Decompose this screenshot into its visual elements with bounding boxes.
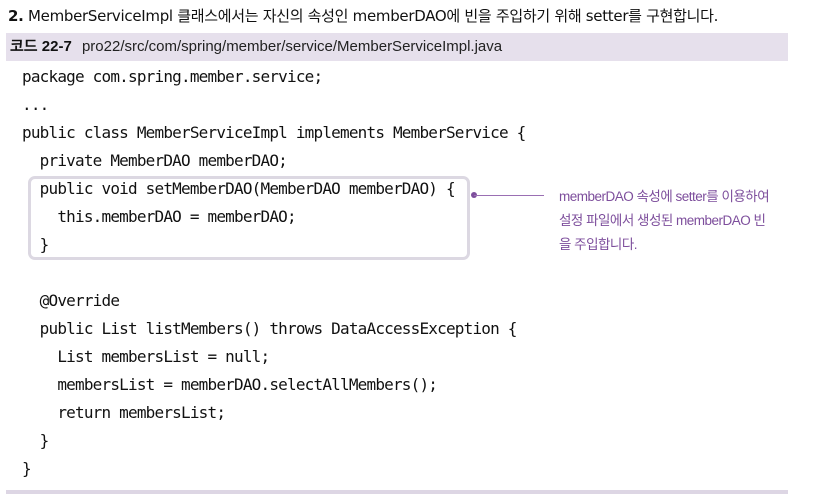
code-line: @Override [22, 291, 120, 310]
code-line: package com.spring.member.service; [22, 67, 323, 86]
code-line [22, 259, 525, 287]
code-line: List membersList = null; [22, 347, 270, 366]
annotation-line: 설정 파일에서 생성된 memberDAO 빈 [559, 213, 766, 228]
code-line: ... [22, 95, 49, 114]
step-number: 2. [8, 7, 24, 25]
code-line: } [22, 431, 50, 450]
listing-bottom-rule [6, 490, 788, 494]
code-line: public void setMemberDAO(MemberDAO membe… [22, 179, 456, 198]
code-line: public class MemberServiceImpl implement… [22, 123, 526, 142]
code-block: package com.spring.member.service;... pub… [22, 63, 526, 483]
code-line: membersList = memberDAO.selectAllMembers… [22, 375, 438, 394]
code-annotation: memberDAO 속성에 setter를 이용하여 설정 파일에서 생성된 m… [559, 185, 799, 257]
annotation-line: 을 주입합니다. [559, 237, 638, 252]
code-line: } [22, 235, 50, 254]
code-line: this.memberDAO = memberDAO; [22, 207, 296, 226]
annotation-line: memberDAO 속성에 setter를 이용하여 [559, 189, 770, 204]
intro-text: MemberServiceImpl 클래스에서는 자신의 속성인 memberD… [28, 7, 719, 25]
listing-label: 코드 22-7 [10, 38, 72, 55]
code-line: return membersList; [22, 403, 226, 422]
intro-paragraph: 2. MemberServiceImpl 클래스에서는 자신의 속성인 memb… [8, 5, 718, 26]
code-line: } [22, 459, 32, 478]
setter-highlight-box [28, 176, 470, 260]
code-line: private MemberDAO memberDAO; [22, 151, 288, 170]
annotation-leader-line [474, 195, 544, 196]
code-line: public List listMembers() throws DataAcc… [22, 319, 518, 338]
code-listing-header: 코드 22-7 pro22/src/com/spring/member/serv… [6, 33, 788, 61]
listing-file-path: pro22/src/com/spring/member/service/Memb… [81, 38, 503, 55]
